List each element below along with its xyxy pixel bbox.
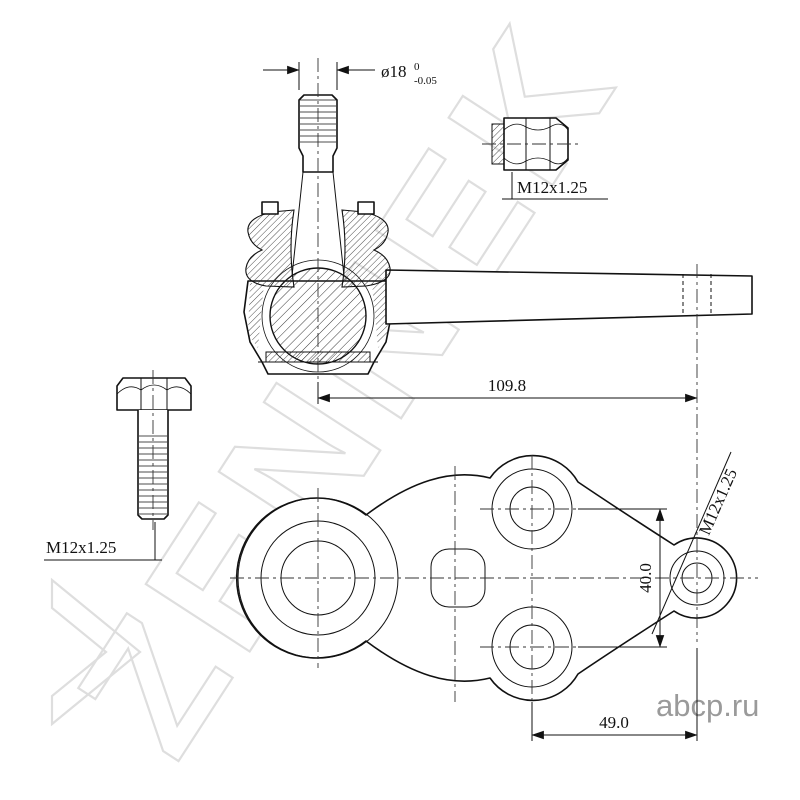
pin-thread-leader [651, 451, 732, 635]
dim-bolt-hole-spacing: 40.0 [578, 508, 667, 648]
boot-clamp-left [261, 201, 279, 215]
stud-tolerance-lower: -0.05 [414, 75, 437, 87]
chevron-logo-icon [50, 577, 142, 727]
dust-boot-right [341, 209, 391, 288]
dim-pin-offset: 49.0 [531, 648, 698, 741]
dim-overall-length: 109.8 [317, 376, 698, 404]
stud-cone-edge [291, 171, 304, 277]
housing-wall-left-hatch [248, 283, 264, 348]
centerlines [230, 264, 758, 702]
bottom-plan-view [230, 264, 758, 702]
bolt-head-outline [116, 377, 192, 411]
label-nut-thread: M12x1.25 [517, 178, 587, 197]
site-watermark: abcp.ru [656, 688, 759, 723]
nut-view: M12x1.25 [482, 117, 608, 200]
ball-joint-section-view [243, 58, 753, 382]
stud-tolerance-upper: 0 [414, 61, 420, 73]
stud-diameter-label: ø18 [381, 62, 407, 81]
boot-clamp-right [357, 201, 375, 215]
bolt-view: M12x1.25 [44, 370, 192, 561]
stud-cone-edge [332, 171, 345, 277]
label-bolt-thread: M12x1.25 [46, 538, 116, 557]
housing-wall-right-hatch [372, 283, 388, 348]
label-pin-thread: M12x1.25 [695, 466, 741, 538]
arm-outline [385, 269, 753, 325]
overall-length-label: 109.8 [488, 376, 526, 395]
pin-offset-label: 49.0 [599, 713, 629, 732]
bolt-hole-spacing-label: 40.0 [636, 563, 655, 593]
dust-boot-left [245, 209, 295, 288]
dim-stud-diameter: ø18 0 -0.05 [263, 61, 437, 90]
